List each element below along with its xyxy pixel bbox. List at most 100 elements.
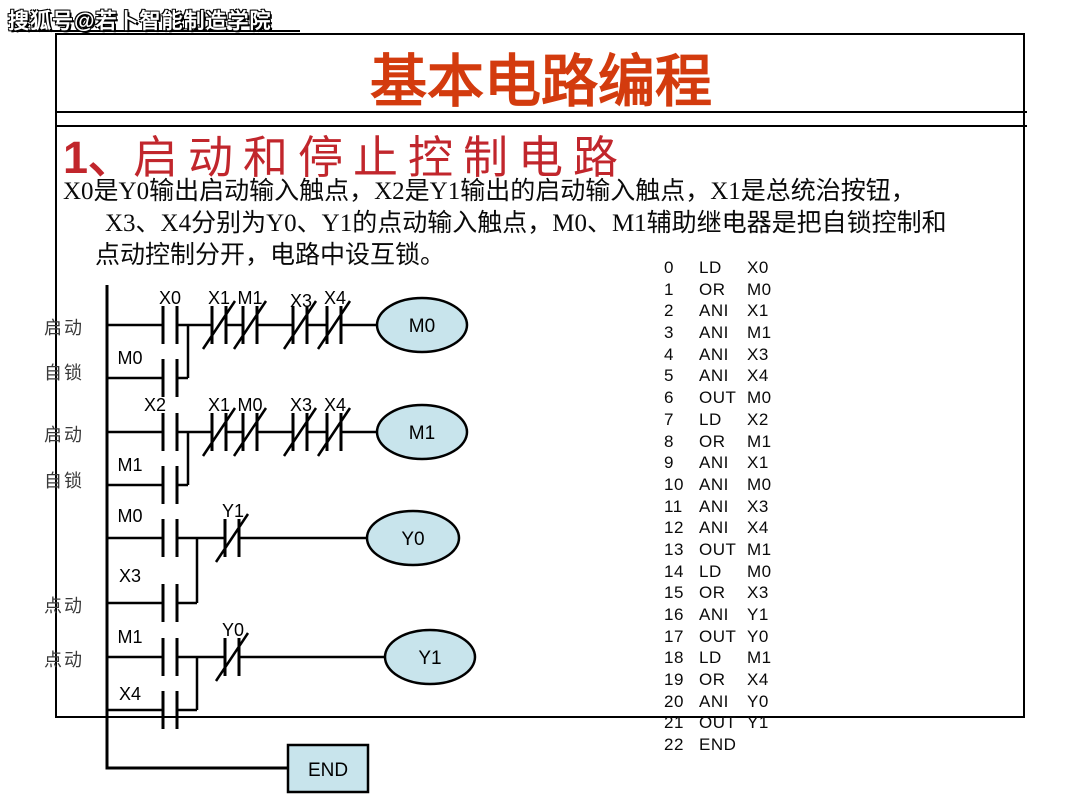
instruction-op-cell: LD	[699, 409, 722, 429]
instruction-operand-cell: X0	[747, 258, 769, 277]
instruction-step-cell: 6	[664, 388, 674, 408]
contact-label: X1	[208, 395, 230, 415]
contact-label: X4	[119, 684, 141, 704]
contact-label: M0	[117, 348, 142, 368]
instruction-step-cell: 5	[664, 366, 674, 386]
rung3-wires	[107, 536, 367, 605]
end-box	[286, 743, 370, 794]
rung4-wires	[107, 655, 385, 712]
instruction-step-cell: 14	[664, 561, 684, 581]
coil-m0	[375, 296, 469, 354]
instruction-step-cell: 18	[664, 648, 684, 668]
instruction-row: 13 OUT M1	[664, 539, 772, 561]
coil-m1	[375, 403, 469, 461]
rung4-contact-bars	[161, 638, 241, 729]
contact-label: X0	[159, 288, 181, 308]
rung2-nc-slashes	[201, 407, 352, 457]
coil-label: M1	[409, 423, 435, 444]
instruction-step-cell: 9	[664, 453, 674, 473]
instruction-op-cell: ANI	[699, 496, 729, 516]
instruction-op-cell: LD	[699, 561, 722, 581]
rung-1: X0 X1 M1 X3 X4 M0 M0	[107, 288, 469, 397]
instruction-operand-cell: Y1	[747, 605, 769, 624]
power-rail	[105, 285, 288, 770]
contact-label: X2	[144, 395, 166, 415]
instruction-row: 0 LD X0	[664, 257, 772, 279]
contact-label: M1	[117, 627, 142, 647]
instruction-row: 15 OR X3	[664, 582, 772, 604]
instruction-step-cell: 19	[664, 670, 684, 690]
instruction-step-cell: 2	[664, 301, 674, 321]
instruction-operand-cell: M0	[747, 474, 772, 494]
contact-label: M0	[237, 395, 262, 415]
title-divider-bottom	[55, 125, 1027, 127]
rung2-main-label: 启动	[44, 425, 84, 445]
contact-label: X3	[119, 566, 141, 586]
instruction-operand-cell: M1	[747, 539, 772, 559]
instruction-step-cell: 15	[664, 583, 684, 603]
title-divider-top	[55, 111, 1027, 113]
rung1-main-label: 启动	[44, 318, 84, 338]
description-line: X0是Y0输出启动输入触点，X2是Y1输出的启动输入触点，X1是总统治按钮，	[63, 178, 916, 205]
instruction-step-cell: 16	[664, 605, 684, 624]
instruction-step-cell: 21	[664, 713, 684, 733]
instruction-step-cell: 13	[664, 539, 684, 559]
watermark: 搜狐号@若卜智能制造学院	[8, 10, 272, 33]
instruction-op-cell: OUT	[699, 539, 737, 559]
end-block: END	[286, 743, 370, 794]
instruction-op-cell: ANI	[699, 366, 729, 386]
contact-label: M1	[237, 288, 262, 308]
instruction-row: 4 ANI X3	[664, 344, 772, 366]
instruction-op-cell: LD	[699, 258, 722, 277]
instruction-operand-cell: X3	[747, 344, 769, 364]
page-title: 基本电路编程	[370, 51, 712, 114]
instruction-operand-cell: X4	[747, 670, 769, 690]
instruction-operand-cell: X1	[747, 301, 769, 321]
instruction-op-cell: OR	[699, 583, 726, 603]
instruction-op-cell: ANI	[699, 453, 729, 473]
rung2-contact-bars	[161, 413, 343, 504]
rung3-branch-label: 点动	[44, 596, 84, 616]
rung3-contact-bars	[161, 519, 241, 622]
rung-4: M1 Y0 X4 Y1	[107, 620, 477, 729]
instruction-row: 19 OR X4	[664, 669, 772, 691]
instruction-op-cell: ANI	[699, 323, 729, 343]
contact-label: M0	[117, 506, 142, 526]
instruction-op-cell: OR	[699, 670, 726, 690]
slide-border	[55, 33, 1025, 718]
instruction-operand-cell: X3	[747, 496, 769, 516]
contact-label: Y1	[222, 501, 244, 521]
instruction-step-cell: 20	[664, 691, 684, 711]
instruction-row: 6 OUT M0	[664, 387, 772, 409]
rung1-branch-label: 自锁	[44, 363, 84, 383]
rung3-nc-slash	[214, 513, 250, 563]
instruction-op-cell: ANI	[699, 344, 729, 364]
instruction-step-cell: 0	[664, 258, 674, 277]
instruction-step-cell: 17	[664, 626, 684, 646]
instruction-op-cell: ANI	[699, 691, 729, 711]
coil-y0	[365, 509, 461, 567]
instruction-operand-cell: M1	[747, 323, 772, 343]
contact-label: X4	[324, 395, 346, 415]
instruction-step-cell: 7	[664, 409, 674, 429]
instruction-step-cell: 4	[664, 344, 674, 364]
instruction-operand-cell: X4	[747, 366, 769, 386]
instruction-operand-cell: M1	[747, 431, 772, 451]
instruction-op-cell: OR	[699, 431, 726, 451]
instruction-operand-cell: M0	[747, 388, 772, 408]
description-paragraph: X0是Y0输出启动输入触点，X2是Y1输出的启动输入触点，X1是总统治按钮， X…	[63, 176, 1023, 272]
instruction-operand-cell: X3	[747, 583, 769, 603]
rung2-branch-label: 自锁	[44, 471, 84, 491]
instruction-op-cell: OUT	[699, 388, 737, 408]
rung1-wires	[107, 323, 377, 380]
